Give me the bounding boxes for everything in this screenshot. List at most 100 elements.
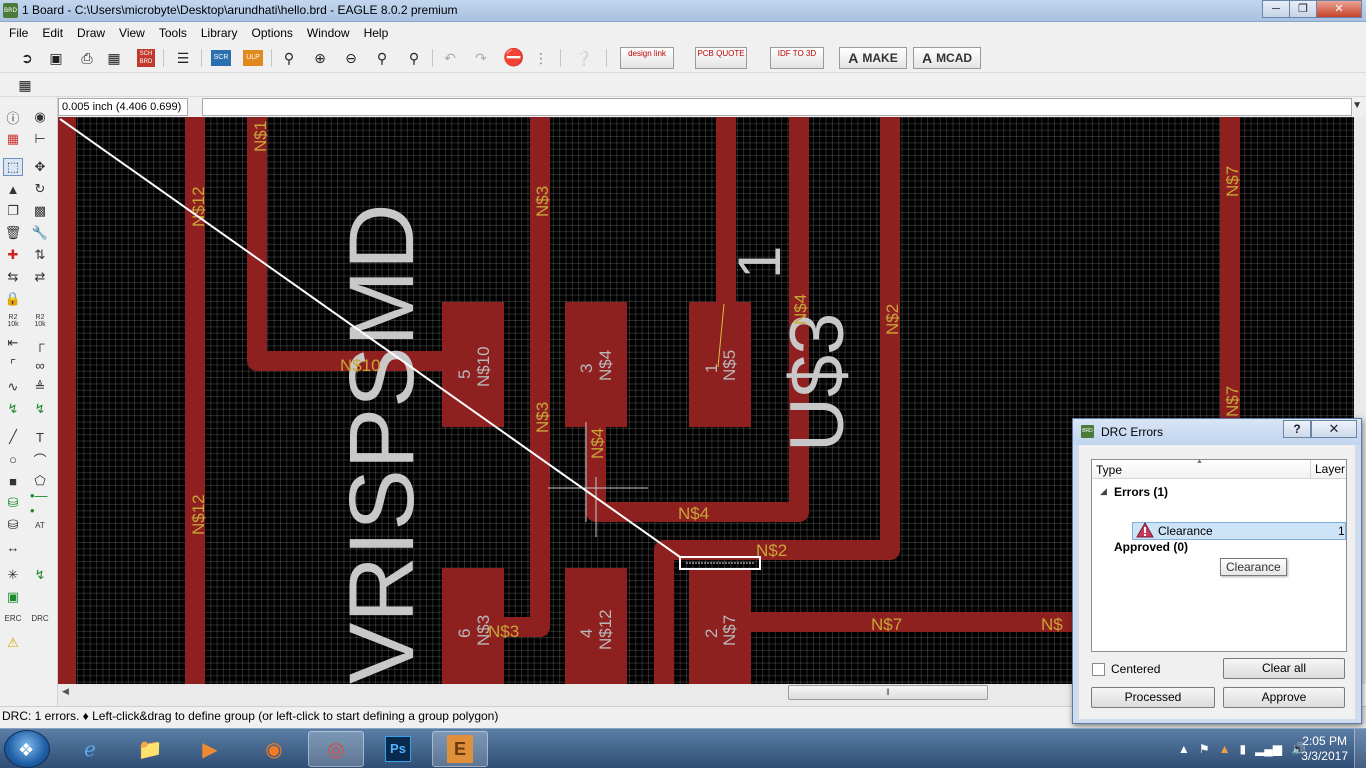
attribute-icon[interactable]: AT	[35, 520, 45, 530]
firefox-icon[interactable]: ◉	[265, 738, 283, 761]
volume-icon[interactable]: 🔊	[1291, 742, 1306, 756]
close-button[interactable]: ✕	[1316, 0, 1362, 18]
idf-to-3d-button[interactable]: IDF TO 3D	[770, 47, 824, 69]
split-icon[interactable]: ⌜	[9, 357, 17, 372]
rotate-icon[interactable]: ↻	[34, 181, 46, 196]
design-link-button[interactable]: design link	[620, 47, 674, 69]
gateswap-icon[interactable]: ⇄	[34, 269, 46, 284]
show-desktop-button[interactable]	[1354, 729, 1366, 768]
display-layers-icon[interactable]: ▦	[6, 131, 20, 146]
zoom-select-icon[interactable]: ⚲	[408, 49, 420, 66]
error-tree[interactable]: Type ▲ Layer ◢ Errors (1) Clearance 1 Ap…	[1091, 458, 1347, 652]
replace-icon[interactable]: ⇆	[7, 269, 19, 284]
autorouter-icon[interactable]: ↯	[34, 567, 46, 582]
error-row-clearance[interactable]	[1132, 522, 1346, 540]
wrench-icon[interactable]: 🔧	[31, 225, 49, 240]
start-button[interactable]: ❖	[4, 730, 50, 768]
menu-draw[interactable]: Draw	[77, 25, 106, 40]
smash-icon[interactable]: ⇤	[7, 335, 19, 350]
erc-button[interactable]: ERC	[4, 614, 22, 623]
add-part-icon[interactable]: ✚	[7, 247, 19, 262]
action-center-flag-icon[interactable]: ⚑	[1198, 742, 1210, 756]
ripup-icon[interactable]: ↯	[34, 401, 46, 416]
eagle-icon[interactable]: E	[432, 731, 488, 767]
text-icon[interactable]: T	[36, 429, 44, 445]
info-icon[interactable]: ⓘ	[6, 110, 20, 126]
internet-explorer-icon[interactable]: ℯ	[84, 738, 96, 761]
cam-icon[interactable]: ▦	[107, 49, 121, 66]
delete-icon[interactable]: 🗑	[4, 225, 22, 240]
battery-icon[interactable]: ▮	[1239, 742, 1247, 756]
library-icon[interactable]: ☰	[176, 49, 190, 66]
grid-icon[interactable]: ▦	[18, 76, 32, 93]
go-icon[interactable]: ⋮	[534, 49, 548, 66]
scrollbar-thumb[interactable]: ‖	[788, 685, 988, 700]
horizontal-scrollbar[interactable]: ◀ ‖	[58, 684, 1354, 706]
errors-warning-icon[interactable]: ⚠	[7, 635, 19, 650]
zoom-fit-icon[interactable]: ⚲	[283, 49, 295, 66]
route-icon[interactable]: ≜	[34, 379, 46, 394]
arc-icon[interactable]: ⌒	[33, 452, 47, 468]
expand-icon[interactable]: ◢	[1100, 486, 1107, 496]
dimension-icon[interactable]: ↔	[6, 539, 20, 555]
move-icon[interactable]: ✥	[34, 159, 46, 174]
group-icon[interactable]: ⬚	[3, 158, 23, 176]
scroll-left-icon[interactable]: ◀	[62, 686, 69, 696]
open-icon[interactable]: ➲	[21, 49, 33, 66]
signal-icon[interactable]: •—•	[30, 488, 48, 518]
menu-library[interactable]: Library	[200, 25, 238, 40]
chrome-icon[interactable]: ◎	[308, 731, 364, 767]
circle-icon[interactable]: ○	[9, 451, 17, 467]
menu-file[interactable]: File	[9, 25, 29, 40]
script-button[interactable]: SCR	[210, 48, 232, 68]
errors-group[interactable]: Errors (1)	[1114, 485, 1169, 499]
menu-edit[interactable]: Edit	[42, 25, 64, 40]
column-type[interactable]: Type	[1096, 463, 1123, 477]
maximize-button[interactable]: ❐	[1289, 0, 1316, 18]
zoom-redraw-icon[interactable]: ⚲	[376, 49, 388, 66]
optimize-icon[interactable]: ∞	[35, 357, 45, 373]
command-input[interactable]	[202, 98, 1352, 116]
minimize-button[interactable]: ─	[1262, 0, 1289, 18]
paste-icon[interactable]: ▩	[33, 203, 47, 218]
menu-options[interactable]: Options	[251, 25, 293, 40]
redo-icon[interactable]: ↷	[475, 49, 487, 66]
board-icon[interactable]: ▣	[6, 589, 20, 604]
network-signal-icon[interactable]: ▂▄▆	[1255, 742, 1283, 756]
menu-view[interactable]: View	[119, 25, 145, 40]
menu-help[interactable]: Help	[363, 25, 389, 40]
menu-tools[interactable]: Tools	[158, 25, 187, 40]
miter-icon[interactable]: ┌	[35, 335, 45, 351]
zoom-in-icon[interactable]: ⊕	[314, 49, 326, 66]
meander-icon[interactable]: ∿	[7, 379, 19, 394]
undo-icon[interactable]: ↶	[444, 49, 456, 66]
column-layer[interactable]: Layer	[1310, 460, 1345, 479]
file-explorer-icon[interactable]: 📁	[137, 738, 163, 761]
chevron-down-icon[interactable]: ▼	[1352, 100, 1362, 111]
show-hidden-icons-icon[interactable]: ▲	[1177, 742, 1190, 756]
save-icon[interactable]: ▣	[49, 49, 63, 66]
taskbar-clock[interactable]: 2:05 PM 3/3/2017	[1301, 734, 1348, 764]
approved-group[interactable]: Approved (0)	[1114, 540, 1189, 554]
polygon-icon[interactable]: ⬠	[34, 473, 46, 488]
centered-checkbox[interactable]	[1092, 663, 1105, 676]
help-icon[interactable]: ❔	[575, 49, 593, 66]
route-wire-icon[interactable]: ↯	[7, 401, 19, 416]
via-icon[interactable]: ⛁	[7, 495, 19, 510]
stop-icon[interactable]: ⛔	[503, 48, 525, 67]
pcb-quote-button[interactable]: PCB QUOTE	[695, 47, 747, 69]
photoshop-icon[interactable]: Ps	[370, 731, 426, 767]
dialog-help-button[interactable]: ?	[1283, 420, 1311, 438]
clear-all-button[interactable]: Clear all	[1223, 658, 1345, 679]
show-icon[interactable]: ◉	[34, 109, 46, 124]
ratsnest-icon[interactable]: ✳	[7, 567, 19, 582]
name-tool-icon[interactable]: R2 10k	[7, 314, 19, 328]
media-player-icon[interactable]: ▶	[202, 738, 218, 761]
mark-icon[interactable]: ⊢	[34, 131, 46, 146]
approve-button[interactable]: Approve	[1223, 687, 1345, 708]
sch-brd-switch-button[interactable]: SCH BRD	[135, 48, 157, 68]
mirror-icon[interactable]: ▲	[6, 181, 20, 197]
menu-window[interactable]: Window	[306, 25, 350, 40]
